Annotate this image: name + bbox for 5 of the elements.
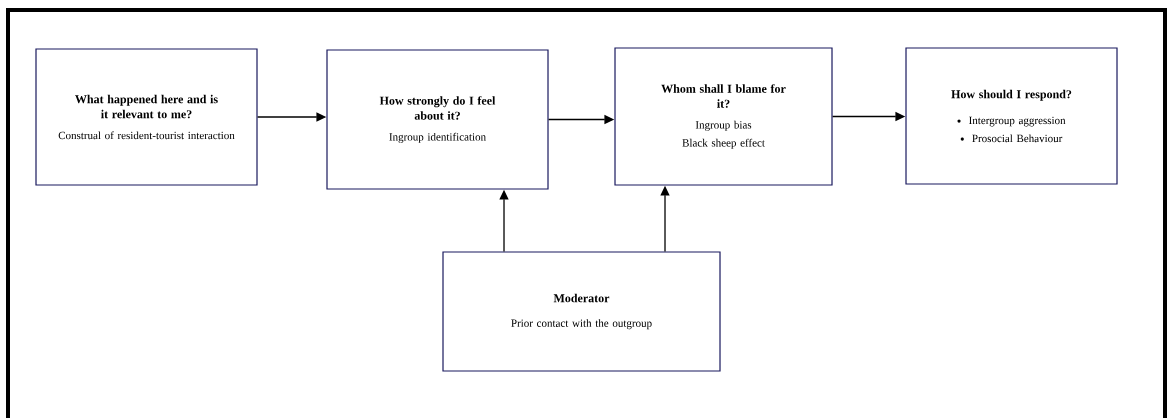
process-box: What happened here and is it relevant to me? Construal of resident-tourist interaction — [35, 48, 258, 186]
process-box: Moderator Prior contact with the outgroup — [442, 251, 721, 372]
process-box: Whom shall I blame for it? Ingroup bias Black sheep effect — [614, 47, 833, 186]
process-box: How should I respond? Intergroup aggression Prosocial Behaviour — [905, 47, 1118, 185]
process-box: How strongly do I feel about it? Ingroup identification — [326, 49, 549, 190]
